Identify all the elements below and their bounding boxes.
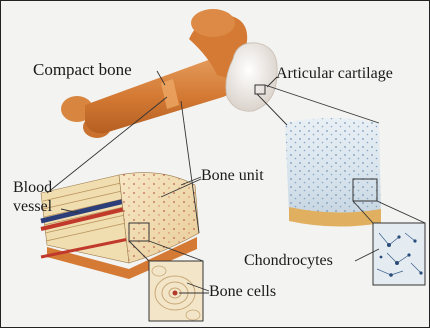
cartilage-block	[285, 118, 381, 227]
label-blood-vessel: Blood vessel	[13, 178, 52, 216]
chondrocytes-zoom	[373, 223, 425, 285]
label-chondrocytes: Chondrocytes	[244, 252, 333, 270]
greater-trochanter	[191, 9, 235, 37]
label-blood-vessel-line2: vessel	[13, 197, 52, 216]
osteon-center	[173, 291, 178, 296]
zoom-line-cartilage-right	[265, 85, 379, 123]
label-bone-cells: Bone cells	[209, 283, 276, 301]
zoom-line-cartilage-left	[257, 94, 287, 125]
label-articular-cartilage: Articular cartilage	[276, 65, 393, 83]
label-compact-bone: Compact bone	[33, 61, 132, 80]
label-blood-vessel-line1: Blood	[13, 178, 52, 197]
bone-cells-zoom	[149, 261, 203, 321]
label-bone-unit: Bone unit	[201, 167, 264, 185]
